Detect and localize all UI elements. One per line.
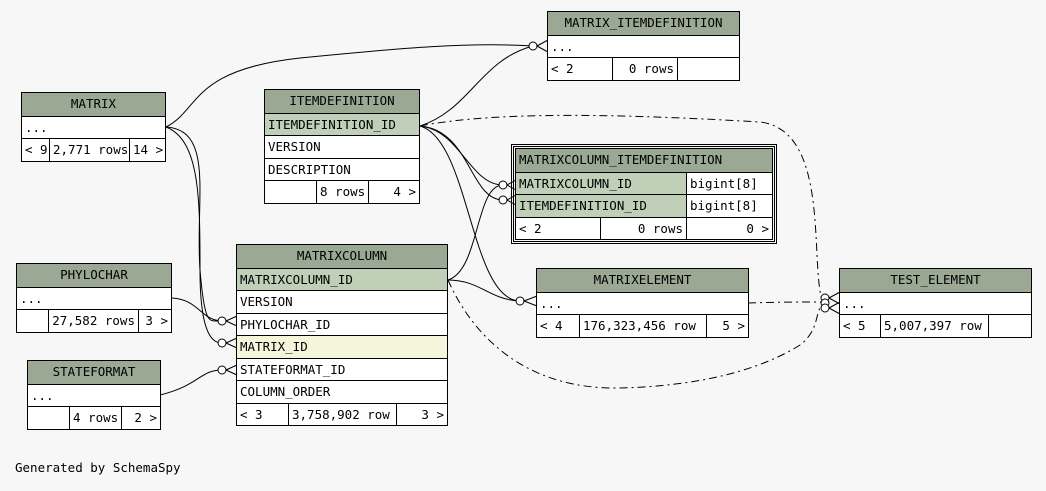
table-matrixcolumn-itemdefinition[interactable]: MATRIXCOLUMN_ITEMDEFINITION MATRIXCOLUMN… [511, 144, 777, 244]
row-count: 0 rows [613, 58, 678, 80]
column-itemdefinition-id[interactable]: ITEMDEFINITION_ID bigint[8] [516, 194, 772, 217]
edge-matrixelement-to-test-element [747, 301, 823, 304]
row-count: 176,323,456 row [580, 315, 707, 337]
edge-matrix-to-matrix-itemdefinition [165, 44, 534, 128]
children-count[interactable]: 5 > [722, 318, 745, 333]
children-count[interactable] [678, 58, 739, 80]
table-footer: 8 rows 4 > [265, 180, 419, 203]
column-matrixcolumn-id[interactable]: MATRIXCOLUMN_ID [237, 267, 447, 290]
parents-count[interactable]: < 5 [840, 315, 881, 337]
table-footer: < 4 176,323,456 row 5 > [537, 314, 748, 337]
column-version[interactable]: VERSION [237, 290, 447, 313]
parents-count[interactable] [28, 407, 70, 429]
column-version[interactable]: VERSION [265, 135, 419, 158]
table-footer: < 2 0 rows [548, 57, 739, 80]
column-type: bigint[8] [687, 172, 772, 194]
table-footer: 4 rows 2 > [28, 406, 160, 429]
parents-count[interactable] [17, 310, 49, 332]
generated-by-footer: Generated by SchemaSpy [15, 460, 181, 475]
row-count: 5,007,397 row [881, 315, 989, 337]
children-count[interactable]: 3 > [145, 313, 168, 328]
table-header[interactable]: TEST_ELEMENT [840, 269, 1031, 292]
edge-matrix-to-matrixcolumn-b [165, 126, 223, 344]
column-description[interactable]: DESCRIPTION [265, 157, 419, 180]
table-itemdefinition[interactable]: ITEMDEFINITION ITEMDEFINITION_ID VERSION… [264, 89, 420, 204]
children-count[interactable]: 4 > [393, 184, 416, 199]
table-footer: < 2 0 rows 0 > [516, 216, 772, 239]
table-header[interactable]: MATRIXCOLUMN [237, 245, 447, 268]
table-header[interactable]: MATRIXCOLUMN_ITEMDEFINITION [516, 149, 772, 172]
edge-itemdefinition-to-test-element [419, 114, 823, 301]
row-count: 2,771 rows [50, 139, 130, 161]
column-column-order[interactable]: COLUMN_ORDER [237, 380, 447, 403]
edge-itemdefinition-to-mcid-itemdefinition [419, 125, 504, 201]
table-phylochar[interactable]: PHYLOCHAR ... 27,582 rows 3 > [16, 263, 172, 333]
column-name: MATRIXCOLUMN_ID [516, 172, 687, 194]
parents-count[interactable]: < 9 [22, 139, 50, 161]
column-itemdefinition-id[interactable]: ITEMDEFINITION_ID [265, 112, 419, 135]
table-header[interactable]: MATRIX_ITEMDEFINITION [548, 12, 739, 35]
edge-matrixcolumn-to-matrixelement [447, 279, 521, 302]
columns-ellipsis: ... [17, 286, 171, 309]
parents-count[interactable]: < 3 [237, 403, 289, 425]
children-count[interactable]: 14 > [133, 142, 164, 157]
table-matrix[interactable]: MATRIX ... < 9 2,771 rows 14 > [21, 92, 166, 162]
columns-ellipsis: ... [548, 34, 739, 57]
table-header[interactable]: MATRIX [22, 93, 165, 116]
row-count: 3,758,902 row [289, 403, 397, 425]
table-footer: < 3 3,758,902 row 3 > [237, 402, 447, 425]
table-header[interactable]: PHYLOCHAR [17, 264, 171, 287]
table-header[interactable]: ITEMDEFINITION [265, 90, 419, 113]
children-count[interactable] [989, 315, 1031, 337]
parents-count[interactable]: < 4 [537, 315, 580, 337]
table-footer: 27,582 rows 3 > [17, 309, 171, 332]
table-matrixcolumn[interactable]: MATRIXCOLUMN MATRIXCOLUMN_ID VERSION PHY… [236, 244, 448, 426]
column-type: bigint[8] [687, 195, 772, 217]
edge-itemdefinition-to-matrixelement [419, 125, 521, 302]
row-count: 4 rows [70, 407, 122, 429]
columns-ellipsis: ... [28, 383, 160, 406]
edge-matrixcolumn-to-test-element [447, 279, 823, 389]
parents-count[interactable] [265, 181, 317, 203]
children-count[interactable]: 3 > [421, 406, 444, 422]
table-header[interactable]: STATEFORMAT [28, 361, 160, 384]
column-matrix-id[interactable]: MATRIX_ID [237, 335, 447, 358]
children-count[interactable]: 0 > [746, 220, 769, 236]
edge-stateformat-to-matrixcolumn [159, 369, 223, 396]
table-test-element[interactable]: TEST_ELEMENT ... < 5 5,007,397 row [839, 268, 1032, 338]
columns-ellipsis: ... [22, 115, 165, 138]
row-count: 27,582 rows [49, 310, 139, 332]
edge-matrixcolumn-to-mcid [447, 184, 504, 281]
table-stateformat[interactable]: STATEFORMAT ... 4 rows 2 > [27, 360, 161, 430]
edge-phylochar-to-matrixcolumn [171, 297, 223, 322]
table-matrix-itemdefinition[interactable]: MATRIX_ITEMDEFINITION ... < 2 0 rows [547, 11, 740, 81]
table-footer: < 5 5,007,397 row [840, 314, 1031, 337]
table-header[interactable]: MATRIXELEMENT [537, 269, 748, 292]
columns-ellipsis: ... [537, 291, 748, 314]
column-stateformat-id[interactable]: STATEFORMAT_ID [237, 357, 447, 380]
table-matrixelement[interactable]: MATRIXELEMENT ... < 4 176,323,456 row 5 … [536, 268, 749, 338]
edge-matrix-to-matrixcolumn-a [165, 126, 223, 322]
parents-count[interactable]: < 2 [548, 58, 613, 80]
edge-itemdefinition-to-matrix-itemdefinition [419, 45, 534, 127]
children-count[interactable]: 2 > [134, 410, 157, 425]
row-count: 0 rows [601, 217, 687, 239]
edge-itemdefinition-to-mcid-matrixcolumn [419, 125, 504, 186]
table-footer: < 9 2,771 rows 14 > [22, 138, 165, 161]
column-matrixcolumn-id[interactable]: MATRIXCOLUMN_ID bigint[8] [516, 171, 772, 194]
column-phylochar-id[interactable]: PHYLOCHAR_ID [237, 312, 447, 335]
columns-ellipsis: ... [840, 291, 1031, 314]
parents-count[interactable]: < 2 [516, 217, 601, 239]
column-name: ITEMDEFINITION_ID [516, 195, 687, 217]
row-count: 8 rows [317, 181, 369, 203]
